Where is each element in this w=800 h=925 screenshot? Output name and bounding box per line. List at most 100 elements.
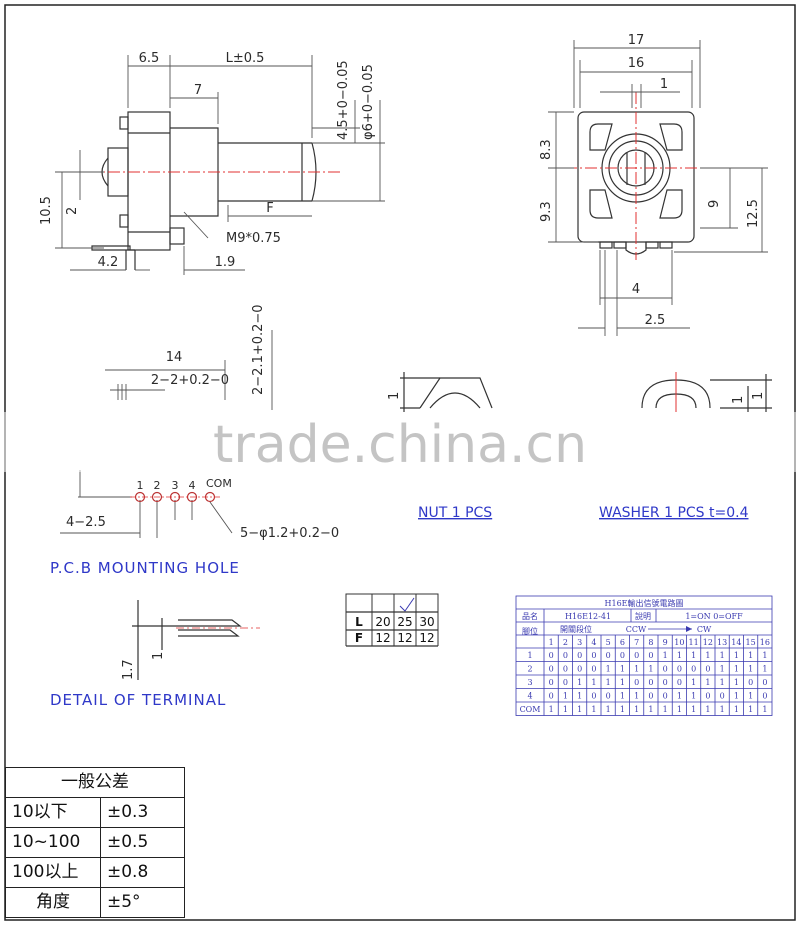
dim-5-phi: 5−φ1.2+0.2−0 bbox=[240, 526, 339, 541]
watermark-band: trade.china.cn bbox=[0, 412, 800, 475]
dim-4-2-5: 4−2.5 bbox=[66, 515, 106, 530]
nut-drawing bbox=[400, 372, 493, 412]
dim-terminal-1: 1 bbox=[151, 652, 166, 660]
code-bit: 1 bbox=[648, 705, 653, 714]
dim-M9: M9*0.75 bbox=[226, 231, 281, 246]
table-row: 角度 ±5° bbox=[5, 887, 185, 918]
code-bit: 1 bbox=[591, 705, 596, 714]
dim-17: 17 bbox=[628, 33, 645, 48]
dim-nut-1: 1 bbox=[387, 392, 402, 400]
code-bit: 1 bbox=[720, 705, 725, 714]
model-number: H16E12-41 bbox=[565, 612, 611, 621]
code-bit: 0 bbox=[677, 678, 682, 687]
code-bit: 0 bbox=[634, 651, 639, 660]
watermark-text: trade.china.cn bbox=[213, 415, 587, 475]
code-bit: 0 bbox=[577, 665, 582, 674]
code-bit: 1 bbox=[563, 705, 568, 714]
code-bit: 1 bbox=[691, 678, 696, 687]
code-bit: 0 bbox=[663, 678, 668, 687]
code-bit: 1 bbox=[577, 705, 582, 714]
terminal-drawing bbox=[132, 600, 242, 680]
code-bit: 1 bbox=[620, 692, 625, 701]
code-bit: 1 bbox=[634, 692, 639, 701]
step-number: 12 bbox=[703, 638, 713, 647]
dim-2: 2 bbox=[65, 207, 80, 215]
code-bit: 1 bbox=[677, 651, 682, 660]
dim-8-3: 8.3 bbox=[539, 139, 554, 160]
code-bit: 1 bbox=[705, 705, 710, 714]
dim-4-5: 4.5+0−0.05 bbox=[336, 60, 351, 140]
code-bit: 0 bbox=[591, 651, 596, 660]
dim-1-7: 1.7 bbox=[121, 659, 136, 680]
table-row: 10以下 ±0.3 bbox=[5, 797, 185, 828]
pin-name: 4 bbox=[527, 692, 532, 701]
table-row: 10~100 ±0.5 bbox=[5, 827, 185, 858]
dim-9-3: 9.3 bbox=[539, 201, 554, 222]
dim-L: L±0.5 bbox=[226, 51, 265, 66]
side-dimension-lines bbox=[55, 55, 385, 275]
code-bit: 0 bbox=[691, 665, 696, 674]
step-number: 11 bbox=[689, 638, 699, 647]
code-bit: 1 bbox=[762, 651, 767, 660]
code-bit: 1 bbox=[663, 651, 668, 660]
dim-9: 9 bbox=[707, 200, 722, 208]
code-bit: 1 bbox=[577, 692, 582, 701]
lf-table-cell: 12 bbox=[419, 631, 434, 645]
code-bit: 1 bbox=[734, 705, 739, 714]
code-bit: 0 bbox=[606, 692, 611, 701]
code-bit: 1 bbox=[634, 705, 639, 714]
dim-12-5: 12.5 bbox=[746, 199, 761, 228]
dim-F: F bbox=[266, 201, 273, 216]
lf-table-cell: 25 bbox=[397, 615, 412, 629]
code-bit: 1 bbox=[748, 651, 753, 660]
code-bit: 1 bbox=[705, 678, 710, 687]
label-name: 品名 bbox=[522, 611, 538, 621]
code-bit: 0 bbox=[549, 651, 554, 660]
code-table-title: H16E輸出信號電路圖 bbox=[605, 598, 684, 608]
arrow-right-icon bbox=[686, 626, 692, 632]
dim-4: 4 bbox=[632, 282, 640, 297]
code-bit: 1 bbox=[677, 692, 682, 701]
step-number: 13 bbox=[717, 638, 727, 647]
code-bit: 0 bbox=[591, 692, 596, 701]
code-bit: 1 bbox=[748, 692, 753, 701]
code-bit: 1 bbox=[620, 705, 625, 714]
code-bit: 1 bbox=[620, 678, 625, 687]
pin-label-3: 3 bbox=[172, 479, 179, 492]
step-number: 6 bbox=[620, 638, 625, 647]
code-bit: 0 bbox=[549, 692, 554, 701]
dim-1: 1 bbox=[660, 77, 668, 92]
step-number: 9 bbox=[663, 638, 668, 647]
code-bit: 0 bbox=[677, 665, 682, 674]
step-number: 5 bbox=[606, 638, 611, 647]
step-number: 10 bbox=[674, 638, 684, 647]
code-bit: 1 bbox=[577, 678, 582, 687]
dim-washer-1b: 1 bbox=[751, 392, 766, 400]
front-dimension-lines bbox=[548, 40, 768, 336]
lf-table-cell: F bbox=[355, 631, 363, 645]
dim-4-2: 4.2 bbox=[98, 255, 119, 270]
step-number: 2 bbox=[563, 638, 568, 647]
code-bit: 0 bbox=[620, 651, 625, 660]
caption-washer: WASHER 1 PCS t=0.4 bbox=[599, 505, 749, 521]
step-number: 3 bbox=[577, 638, 582, 647]
code-bit: 0 bbox=[563, 665, 568, 674]
code-bit: 1 bbox=[634, 665, 639, 674]
code-bit: 1 bbox=[734, 692, 739, 701]
tolerance-value: ±0.5 bbox=[100, 827, 185, 858]
lf-table-header-blank bbox=[345, 593, 439, 613]
code-bit: 0 bbox=[762, 678, 767, 687]
step-number: 7 bbox=[634, 638, 639, 647]
label-note: 說明 bbox=[635, 611, 651, 621]
code-bit: 0 bbox=[563, 678, 568, 687]
tolerance-range: 100以上 bbox=[5, 857, 101, 888]
code-bit: 1 bbox=[762, 665, 767, 674]
code-bit: 1 bbox=[748, 705, 753, 714]
tolerance-table: 一般公差 10以下 ±0.3 10~100 ±0.5 100以上 ±0.8 角度… bbox=[5, 767, 185, 918]
tolerance-value: ±0.3 bbox=[100, 797, 185, 828]
code-bit: 1 bbox=[663, 705, 668, 714]
dim-2-5: 2.5 bbox=[645, 313, 666, 328]
ccw-label: CCW bbox=[626, 625, 647, 634]
